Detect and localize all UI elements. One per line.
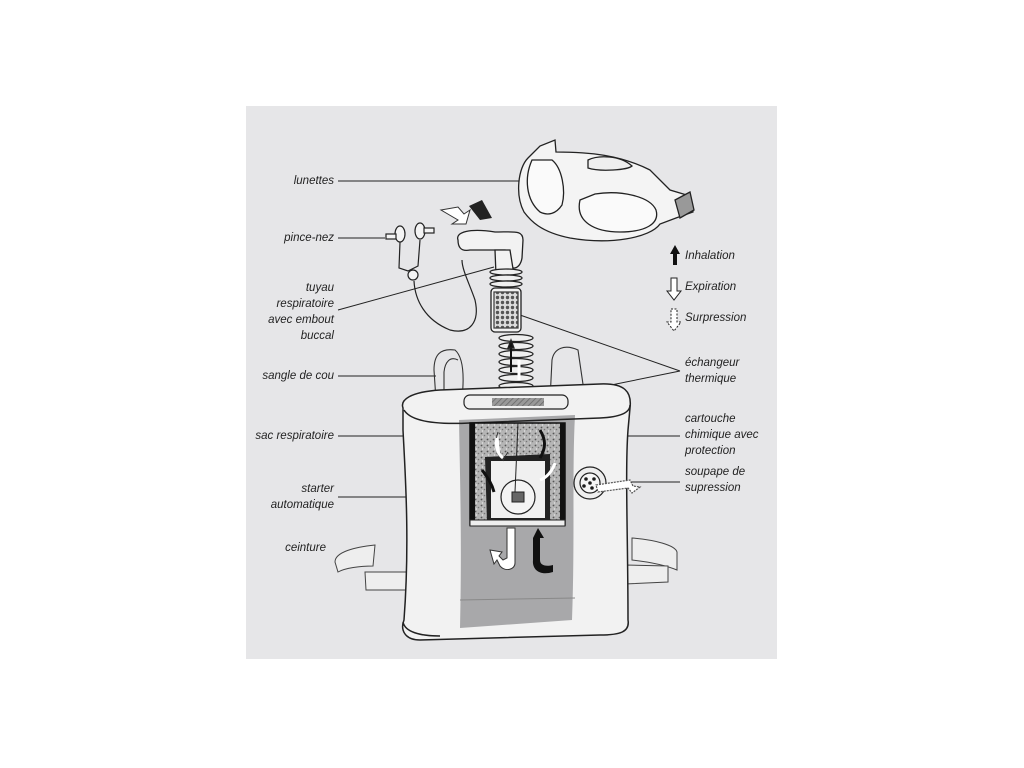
label-line: starter: [301, 483, 334, 495]
label-line: supression: [685, 482, 741, 494]
surpression-arrow-icon: [665, 308, 683, 332]
nose-clip: [385, 222, 477, 332]
belt-right: [624, 537, 678, 585]
label-line: soupape de: [685, 466, 746, 478]
goggles: [518, 139, 695, 242]
label-pince-nez: pince-nez: [284, 232, 334, 244]
label-line: avec embout: [268, 314, 334, 326]
label-line: cartouche: [685, 413, 736, 425]
label-echangeur-thermique: échangeur thermique: [685, 355, 739, 387]
top-cap: [463, 394, 569, 410]
label-tuyau-respiratoire: tuyau respiratoire avec embout buccal: [240, 280, 334, 344]
legend-expiration: Expiration: [685, 281, 737, 293]
label-sangle-de-cou: sangle de cou: [262, 370, 334, 382]
label-line: automatique: [270, 499, 334, 511]
label-line: buccal: [300, 330, 334, 342]
chemical-cartridge: [469, 422, 566, 527]
label-line: échangeur: [685, 357, 740, 369]
mouthpiece-arrows: [439, 200, 492, 225]
label-ceinture: ceinture: [285, 542, 326, 554]
bottom-flow-arrows: [489, 527, 553, 574]
belt-left: [334, 544, 409, 591]
label-lunettes: lunettes: [293, 175, 334, 187]
label-line: tuyau: [305, 282, 334, 294]
legend-inhalation: Inhalation: [685, 250, 735, 262]
legend-icons: [665, 245, 683, 332]
pressure-valve: [573, 466, 642, 500]
label-line: chimique avec: [685, 429, 759, 441]
label-line: thermique: [685, 373, 737, 385]
neck-strap: [433, 346, 586, 401]
label-starter-automatique: starter automatique: [240, 481, 334, 513]
label-line: respiratoire: [276, 298, 334, 310]
label-sac-respiratoire: sac respiratoire: [255, 430, 334, 442]
label-line: protection: [685, 445, 736, 457]
label-cartouche-chimique: cartouche chimique avec protection: [685, 411, 759, 459]
legend-surpression: Surpression: [685, 312, 747, 324]
label-soupape-de-supression: soupape de supression: [685, 464, 745, 496]
inhalation-arrow-icon: [670, 245, 680, 265]
expiration-arrow-icon: [665, 277, 683, 301]
breathing-hose: [457, 229, 534, 391]
